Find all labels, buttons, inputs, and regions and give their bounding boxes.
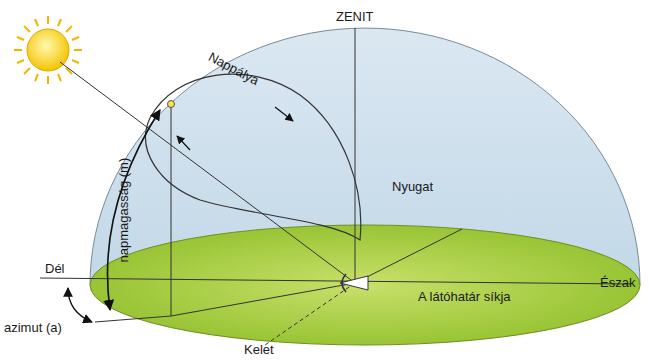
north-label: Észak: [600, 276, 635, 290]
altitude-label: napmagasság (m): [117, 158, 131, 263]
east-label: Kelet: [244, 343, 274, 357]
horizon-plane-label: A látóhatár síkja: [418, 290, 511, 304]
south-label: Dél: [45, 262, 65, 276]
west-label: Nyugat: [392, 180, 433, 194]
zenith-label: ZENIT: [336, 10, 374, 24]
azimuth-label: azimut (a): [4, 321, 62, 335]
